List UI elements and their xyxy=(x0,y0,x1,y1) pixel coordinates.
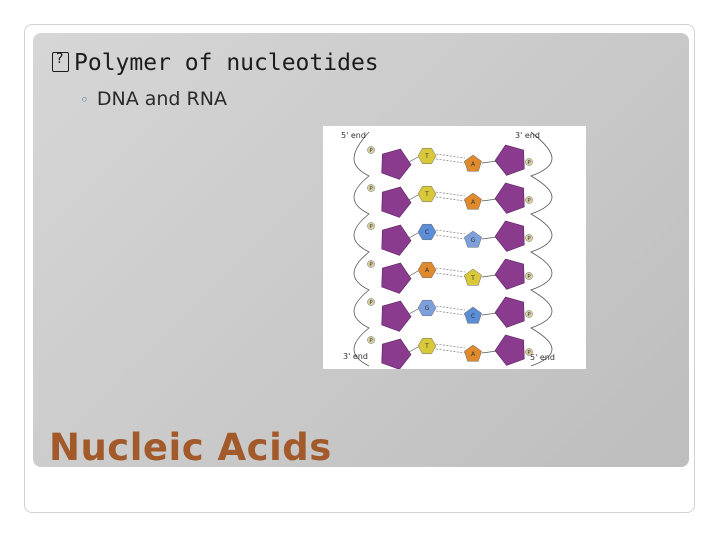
bullet-glyph-icon xyxy=(52,51,69,72)
right-sugar xyxy=(494,334,525,366)
glycosidic-bond xyxy=(408,308,419,315)
phosphate xyxy=(367,260,375,268)
right-base xyxy=(464,230,482,248)
right-base xyxy=(464,306,482,324)
left-base xyxy=(417,299,437,317)
dna-diagram-graphic: P P T A P P T A P P C G P P A T P P G C P P T A xyxy=(353,131,553,369)
left-base-letter: A xyxy=(425,267,430,274)
phosphate-label: P xyxy=(527,312,531,318)
hydrogen-bond xyxy=(435,310,466,316)
right-base xyxy=(464,192,482,210)
glycosidic-bond xyxy=(408,270,419,277)
phosphate-label: P xyxy=(369,300,373,306)
phosphate xyxy=(367,222,375,230)
left-sugar xyxy=(381,338,412,369)
phosphate-label: P xyxy=(527,198,531,204)
glycosidic-bond xyxy=(408,156,419,163)
phosphate xyxy=(525,272,533,280)
hydrogen-bond xyxy=(435,305,466,311)
label-top-right: 3' end xyxy=(515,131,540,140)
right-base-letter: G xyxy=(471,237,476,244)
sub-bullet-circle-icon: ◦ xyxy=(80,91,89,109)
left-backbone xyxy=(353,131,370,367)
phosphate xyxy=(525,348,533,356)
label-bottom-right: 5' end xyxy=(530,353,555,362)
right-base-letter: A xyxy=(471,199,476,206)
glycosidic-bond xyxy=(481,274,498,278)
right-base-letter: T xyxy=(470,275,475,282)
glycosidic-bond xyxy=(481,312,498,316)
left-sugar xyxy=(381,224,412,256)
right-base xyxy=(464,344,482,362)
phosphate xyxy=(367,298,375,306)
label-bottom-left: 3' end xyxy=(343,352,368,361)
left-base xyxy=(417,337,437,355)
hydrogen-bond xyxy=(435,196,466,202)
left-sugar xyxy=(381,300,412,332)
hydrogen-bond xyxy=(435,158,466,164)
slide-title: Nucleic Acids xyxy=(49,426,332,469)
label-top-left: 5' end xyxy=(341,131,366,140)
right-sugar xyxy=(494,296,525,328)
hydrogen-bond xyxy=(435,267,466,273)
left-base-letter: T xyxy=(424,191,429,198)
phosphate-label: P xyxy=(369,186,373,192)
right-sugar xyxy=(494,144,525,176)
phosphate-label: P xyxy=(527,160,531,166)
phosphate xyxy=(525,234,533,242)
hydrogen-bond xyxy=(435,191,466,197)
left-base-letter: T xyxy=(424,343,429,350)
dna-diagram: P P T A P P T A P P C G P P A T P P G C P P T A 5' end 3' end 3… xyxy=(323,126,586,369)
right-base xyxy=(464,154,482,172)
bullet-main: Polymer of nucleotides xyxy=(52,50,379,76)
left-sugar xyxy=(381,262,412,294)
phosphate xyxy=(525,196,533,204)
left-base xyxy=(417,185,437,203)
left-base-letter: T xyxy=(424,153,429,160)
glycosidic-bond xyxy=(481,236,498,240)
glycosidic-bond xyxy=(481,350,498,354)
bullet-main-text: Polymer of nucleotides xyxy=(74,50,379,76)
phosphate-label: P xyxy=(527,350,531,356)
phosphate-label: P xyxy=(369,338,373,344)
hydrogen-bond xyxy=(435,229,466,235)
hydrogen-bond xyxy=(435,272,466,278)
right-base-letter: A xyxy=(471,161,476,168)
phosphate xyxy=(525,158,533,166)
bullet-sub-text: DNA and RNA xyxy=(96,88,227,110)
right-sugar xyxy=(494,258,525,290)
right-sugar xyxy=(494,182,525,214)
left-sugar xyxy=(381,148,412,180)
left-base xyxy=(417,261,437,279)
left-base-letter: C xyxy=(425,229,429,236)
glycosidic-bond xyxy=(408,346,419,353)
left-base xyxy=(417,223,437,241)
right-sugar xyxy=(494,220,525,252)
phosphate-label: P xyxy=(369,148,373,154)
hydrogen-bond xyxy=(435,343,466,349)
phosphate-label: P xyxy=(369,262,373,268)
hydrogen-bond xyxy=(435,153,466,159)
glycosidic-bond xyxy=(481,160,498,164)
right-base-letter: C xyxy=(471,313,475,320)
hydrogen-bond xyxy=(435,234,466,240)
phosphate xyxy=(525,310,533,318)
hydrogen-bond xyxy=(435,348,466,354)
glycosidic-bond xyxy=(481,198,498,202)
phosphate xyxy=(367,184,375,192)
phosphate-label: P xyxy=(369,224,373,230)
phosphate xyxy=(367,336,375,344)
glycosidic-bond xyxy=(408,232,419,239)
left-sugar xyxy=(381,186,412,218)
bullet-sub: ◦ DNA and RNA xyxy=(80,88,227,110)
right-base xyxy=(464,268,482,286)
right-base-letter: A xyxy=(471,351,476,358)
right-backbone xyxy=(530,131,553,367)
left-base xyxy=(417,147,437,165)
glycosidic-bond xyxy=(408,194,419,201)
phosphate-label: P xyxy=(527,236,531,242)
left-base-letter: G xyxy=(425,305,430,312)
phosphate-label: P xyxy=(527,274,531,280)
phosphate xyxy=(367,146,375,154)
